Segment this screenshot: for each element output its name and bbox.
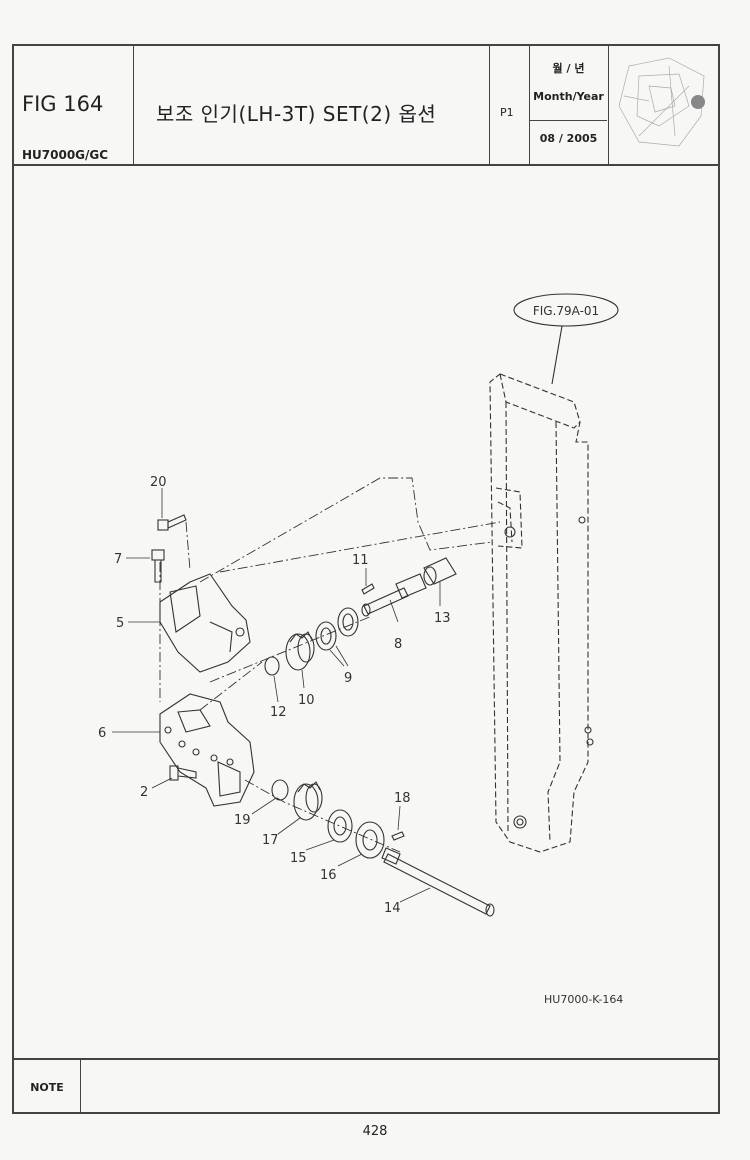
page-ref: P1 bbox=[500, 106, 514, 119]
callout-5: 5 bbox=[116, 616, 124, 631]
part-14-shaft bbox=[381, 847, 495, 917]
callout-11: 11 bbox=[352, 553, 369, 568]
callout-18: 18 bbox=[394, 791, 411, 806]
title-block: FIG 164 HU7000G/GC 보조 인기(LH-3T) SET(2) 옵… bbox=[14, 46, 718, 166]
callout-10: 10 bbox=[298, 693, 315, 708]
page-frame: FIG 164 HU7000G/GC 보조 인기(LH-3T) SET(2) 옵… bbox=[12, 44, 720, 1114]
page-ref-cell: P1 bbox=[490, 46, 530, 164]
callout-17: 17 bbox=[262, 833, 279, 848]
figure-number: FIG 164 bbox=[22, 92, 104, 116]
callout-8: 8 bbox=[394, 637, 402, 652]
model-code: HU7000G/GC bbox=[22, 148, 109, 162]
date-label-korean: 월 / 년 bbox=[552, 62, 585, 75]
part-19-snap-ring bbox=[271, 779, 289, 801]
page-title: 보조 인기(LH-3T) SET(2) 옵션 bbox=[156, 102, 437, 126]
part-15-bearing bbox=[327, 809, 353, 843]
part-7-bolt bbox=[151, 549, 165, 583]
part-11-pin bbox=[361, 583, 375, 595]
callout-6: 6 bbox=[98, 726, 106, 741]
machine-thumbnail-cell bbox=[609, 46, 718, 164]
callout-14: 14 bbox=[384, 901, 401, 916]
callout-12: 12 bbox=[270, 705, 287, 720]
note-row: NOTE bbox=[14, 1058, 718, 1114]
part-16-bearing bbox=[355, 821, 385, 859]
callout-20: 20 bbox=[150, 475, 167, 490]
callout-15: 15 bbox=[290, 851, 307, 866]
part-20-bolt bbox=[157, 514, 187, 531]
date-divider bbox=[530, 120, 607, 121]
callout-19: 19 bbox=[234, 813, 251, 828]
date-value: 08 / 2005 bbox=[539, 132, 598, 145]
exploded-diagram: FIG.79A-01 bbox=[98, 293, 623, 1006]
page-number: 428 bbox=[362, 1124, 388, 1139]
part-6-housing bbox=[159, 693, 255, 807]
part-5-bracket bbox=[159, 573, 251, 673]
assembly-leaders bbox=[159, 477, 501, 853]
boom-outline bbox=[489, 373, 589, 853]
machine-thumbnail bbox=[618, 57, 705, 147]
part-13-bushing bbox=[423, 557, 457, 586]
part-2-bolt bbox=[169, 765, 197, 781]
title-cell: 보조 인기(LH-3T) SET(2) 옵션 bbox=[134, 46, 490, 164]
callout-9: 9 bbox=[344, 671, 352, 686]
part-17-bevel-gear bbox=[293, 781, 323, 821]
part-8-shaft bbox=[361, 573, 427, 617]
date-label-english: Month/Year bbox=[533, 90, 604, 103]
part-9-bearings bbox=[315, 607, 359, 651]
date-cell: 월 / 년 Month/Year 08 / 2005 bbox=[530, 46, 609, 164]
reference-label: FIG.79A-01 bbox=[533, 304, 599, 318]
drawing-code: HU7000-K-164 bbox=[544, 993, 623, 1006]
callout-7: 7 bbox=[114, 552, 122, 567]
fig-number-cell: FIG 164 HU7000G/GC bbox=[14, 46, 134, 164]
part-12-snap-ring bbox=[264, 656, 280, 676]
callout-2: 2 bbox=[140, 785, 148, 800]
reference-ellipse bbox=[513, 293, 619, 327]
callout-16: 16 bbox=[320, 868, 337, 883]
callout-13: 13 bbox=[434, 611, 451, 626]
callout-labels: 20 7 5 6 2 11 8 13 9 10 12 19 17 15 16 1… bbox=[98, 475, 451, 916]
note-label: NOTE bbox=[14, 1060, 81, 1114]
part-10-bevel-gear bbox=[285, 631, 315, 671]
part-18-pin bbox=[391, 831, 405, 841]
thumbnail-dot-icon bbox=[691, 95, 705, 109]
